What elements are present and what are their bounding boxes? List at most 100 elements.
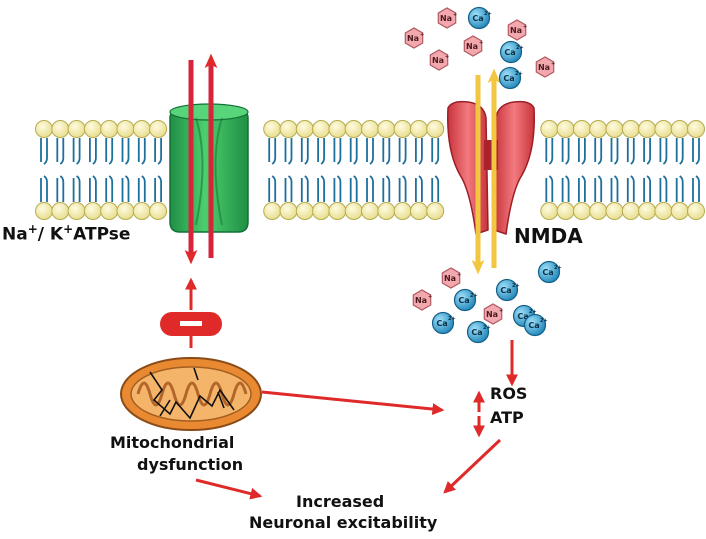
lipid-tail — [578, 138, 586, 165]
sodium-ion-icon: Na+ — [535, 56, 555, 78]
sodium-ion-icon: Na+ — [483, 303, 503, 325]
svg-text:2+: 2+ — [512, 283, 520, 289]
svg-text:2+: 2+ — [515, 71, 523, 77]
ros-label: ROS — [490, 384, 528, 403]
lipid-head — [67, 202, 86, 220]
calcium-ion-label: Ca — [500, 286, 511, 295]
lipid-tail — [431, 138, 440, 165]
lipid-head — [572, 202, 591, 220]
calcium-ion-label: Ca — [471, 328, 482, 337]
lipid-tail — [431, 175, 440, 202]
calcium-ion-label: Ca — [542, 268, 553, 277]
lipid-tail — [659, 175, 668, 202]
lipid-tail — [72, 175, 81, 202]
calcium-ion-label: Ca — [517, 312, 528, 321]
svg-text:2+: 2+ — [554, 265, 562, 271]
lipid-head — [621, 202, 640, 220]
lipid-tail — [692, 175, 700, 202]
lipid-head — [312, 202, 331, 220]
svg-text:+: + — [420, 32, 424, 38]
lipid-head — [687, 202, 705, 220]
lipid-head — [670, 120, 689, 138]
lipid-tail — [545, 138, 554, 165]
nmda-label: NMDA — [514, 224, 583, 248]
lipid-head — [377, 120, 396, 138]
lipid-head — [589, 202, 608, 220]
lipid-head — [328, 202, 347, 220]
lipid-tail — [137, 175, 146, 202]
lipid-head — [51, 120, 70, 138]
sodium-ion-label: Na — [440, 14, 452, 23]
lipid-tail — [333, 138, 342, 165]
lipid-head — [605, 120, 624, 138]
lipid-head — [279, 120, 298, 138]
lipid-head — [51, 202, 70, 220]
lipid-tail — [89, 138, 97, 165]
minus-sign — [180, 321, 202, 326]
lipid-head — [605, 202, 624, 220]
lipid-bilayer — [35, 120, 705, 220]
sodium-ion-icon: Na+ — [507, 19, 527, 41]
lipid-head — [116, 202, 135, 220]
lipid-tail — [610, 138, 619, 165]
lipid-head — [312, 120, 331, 138]
na-k-atpase-label: Na+/ K+ATPse — [2, 222, 131, 245]
dysfunction-label: dysfunction — [137, 455, 244, 474]
lipid-tail — [643, 175, 651, 202]
lipid-head — [409, 120, 428, 138]
lipid-tail — [626, 175, 635, 202]
lipid-head — [540, 202, 559, 220]
neuronal-excitability-label: Neuronal excitability — [249, 513, 438, 532]
lipid-tail — [626, 138, 635, 165]
lipid-tail — [594, 175, 603, 202]
mito-to-ros-arrow — [261, 390, 445, 416]
lipid-head — [426, 202, 445, 220]
nmda-receptor — [447, 100, 535, 235]
lipid-tail — [154, 175, 162, 202]
lipid-tail — [643, 138, 651, 165]
lipid-tail — [40, 138, 48, 165]
sodium-ion-label: Na — [407, 34, 419, 43]
lipid-tail — [284, 175, 293, 202]
lipid-head — [295, 120, 314, 138]
sodium-ion-icon: Na+ — [463, 35, 483, 57]
lipid-head — [132, 120, 151, 138]
lipid-head — [83, 202, 102, 220]
sodium-ion-label: Na — [444, 274, 456, 283]
lipid-head — [100, 202, 119, 220]
lipid-tail — [72, 138, 81, 165]
sodium-ion-icon: Na+ — [429, 49, 449, 71]
lipid-tail — [382, 138, 391, 165]
lipid-head — [556, 120, 575, 138]
lipid-head — [35, 120, 53, 138]
calcium-ion-label: Ca — [504, 48, 515, 57]
lipid-tail — [333, 175, 342, 202]
lipid-tail — [349, 138, 358, 165]
svg-text:2+: 2+ — [448, 316, 456, 322]
lipid-tail — [692, 138, 700, 165]
svg-text:2+: 2+ — [484, 11, 492, 17]
svg-text:+: + — [523, 24, 527, 30]
lipid-tail — [268, 138, 277, 165]
lipid-head — [279, 202, 298, 220]
lipid-head — [638, 120, 657, 138]
lipid-tail — [366, 138, 374, 165]
lipid-head — [670, 202, 689, 220]
lipid-tail — [366, 175, 374, 202]
lipid-head — [589, 120, 608, 138]
ros-to-outcome-arrow — [443, 438, 502, 494]
lipid-tail — [578, 175, 586, 202]
lipid-head — [35, 202, 53, 220]
lipid-tail — [349, 175, 358, 202]
lipid-head — [393, 120, 412, 138]
mito-to-outcome-arrow — [195, 478, 263, 500]
lipid-tail — [121, 138, 130, 165]
lipid-tail — [137, 138, 146, 165]
